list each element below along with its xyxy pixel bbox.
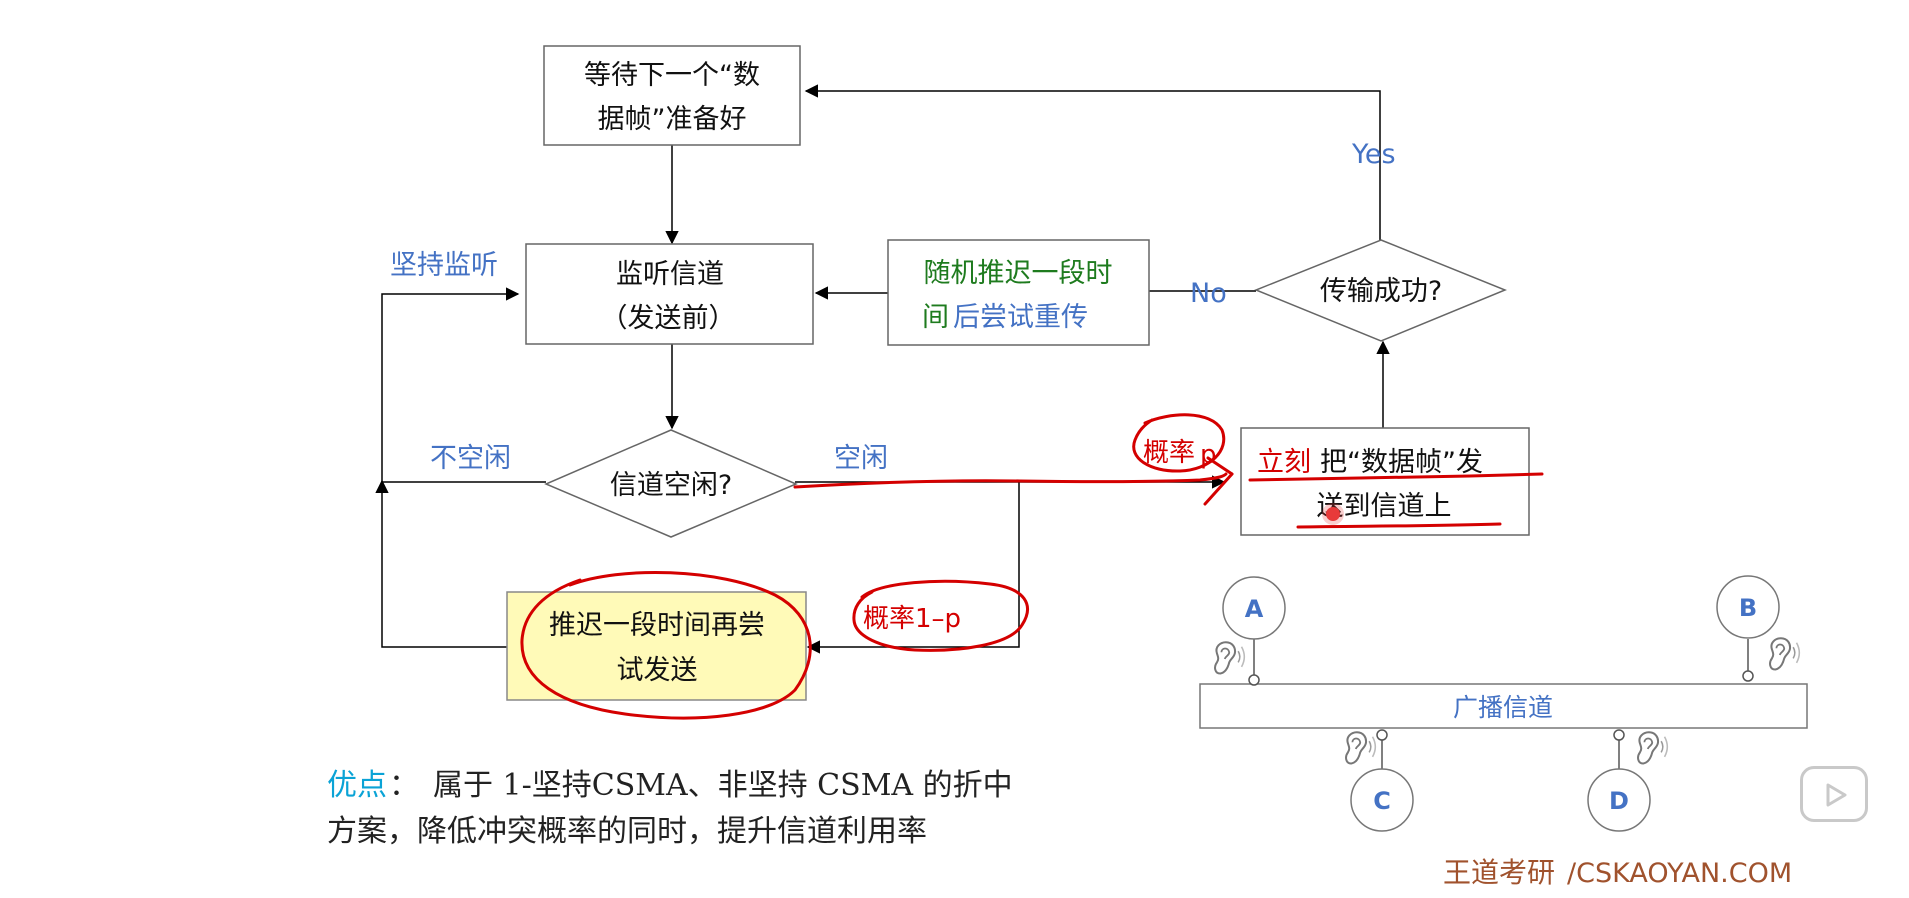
listen-box: 监听信道 （发送前） [525,243,814,345]
play-button[interactable] [1800,766,1868,822]
success-diamond-label: 传输成功? [1320,276,1442,307]
idle-diamond-label: 信道空闲? [610,470,732,501]
ear-icon [1768,637,1801,671]
label-idle: 空闲 [834,443,888,474]
red-circle-prob-p [1132,413,1226,473]
line-defer-to-loop [375,479,507,648]
red-send-underline-1 [1248,472,1544,482]
node-d [1587,768,1651,832]
node-b [1716,575,1780,639]
listen-box-line2: （发送前） [601,303,736,334]
listen-box-line1: 监听信道 [616,259,724,290]
node-d-label: D [1609,787,1629,815]
send-box-line1-red: 立刻 [1257,447,1311,478]
defer-box-line1: 推迟一段时间再尝 [549,610,765,641]
node-b-label: B [1739,594,1757,622]
send-box-line1-black: 把“数据帧”发 [1320,447,1483,478]
node-c-label: C [1373,787,1391,815]
watermark-en: /CSKAOYAN.COM [1567,858,1792,889]
annotation-prob-p: 概率 [1143,438,1195,468]
idle-diamond: 信道空闲? [544,429,798,538]
red-arrow-head-lower [1203,472,1234,506]
send-box: 立刻 把“数据帧”发 送到信道上 [1240,427,1530,536]
label-keep-listening: 坚持监听 [390,250,498,281]
node-a [1222,576,1286,640]
wait-box: 等待下一个“数 据帧”准备好 [543,45,801,146]
retry-box-line2-green: 间 [922,302,949,333]
defer-box: 推迟一段时间再尝 试发送 [506,591,807,701]
ear-icon [1636,731,1669,765]
defer-box-line2: 试发送 [617,655,698,686]
annotation-prob-p-letter: p [1200,440,1217,470]
wait-box-line2: 据帧”准备好 [598,104,747,135]
broadcast-channel-label: 广播信道 [1453,693,1553,722]
ear-icon [1344,731,1377,765]
line-not-idle-loop [381,287,546,483]
node-c [1350,768,1414,832]
advantage-colon: ： [389,768,419,803]
retry-box-line2-blue: 后尝试重传 [953,302,1088,333]
advantage-line2: 方案，降低冲突概率的同时，提升信道利用率 [327,814,927,849]
connectors [375,84,1390,654]
advantage-label: 优点 [327,768,387,803]
red-idle-underline [793,472,1228,489]
red-pointer-glow [1322,503,1344,525]
wait-box-line1: 等待下一个“数 [584,60,760,91]
broadcast-network: 广播信道 A B C D [1199,575,1808,832]
watermark: 王道考研 /CSKAOYAN.COM [1443,856,1792,889]
success-diamond: 传输成功? [1253,239,1507,342]
watermark-cn: 王道考研 [1443,856,1555,889]
red-circle-defer [520,571,812,720]
label-no: No [1190,278,1227,309]
broadcast-channel-bar [1199,683,1808,729]
red-circle-prob-1p [852,579,1029,652]
red-annotations [520,413,1544,720]
arrow-yes [804,84,1381,240]
retry-box-line1: 随机推迟一段时 [924,258,1113,289]
ear-icon [1213,641,1246,675]
annotation-prob-1-minus-p: 概率1–p [863,604,961,634]
red-pointer-dot [1326,507,1340,521]
advantage-section: 优点 ： 属于 1-坚持CSMA、非坚持 CSMA 的折中 方案，降低冲突概率的… [327,768,1013,849]
retry-box: 随机推迟一段时 间 后尝试重传 [887,239,1150,346]
play-icon [1826,783,1847,807]
advantage-line1: 属于 1-坚持CSMA、非坚持 CSMA 的折中 [433,768,1013,803]
label-yes: Yes [1351,139,1396,170]
label-not-idle: 不空闲 [430,443,511,474]
red-send-underline-2 [1296,522,1502,529]
node-a-label: A [1245,595,1264,623]
arrow-prob-1p [806,482,1020,654]
